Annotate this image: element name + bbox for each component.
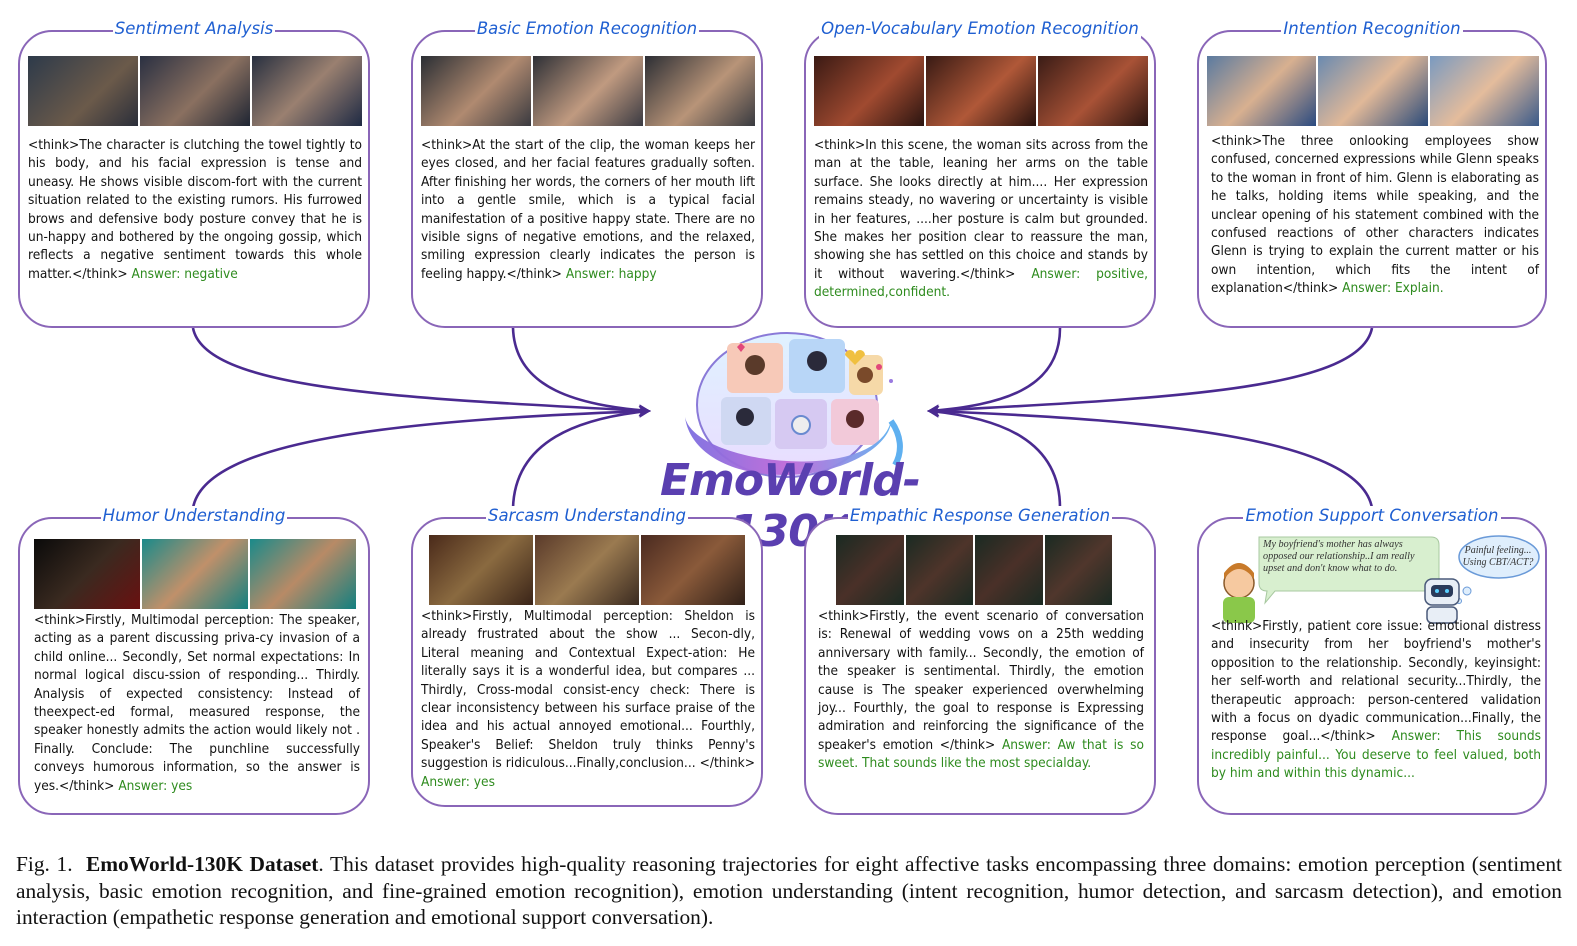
arrow-basic <box>511 327 651 417</box>
reasoning-text: <think>Firstly, the event scenario of co… <box>818 608 1144 772</box>
card-sentiment-analysis: Sentiment Analysis <think>The character … <box>18 19 370 328</box>
card-empathic-response-generation: Empathic Response Generation <think>Firs… <box>804 506 1156 815</box>
video-thumbnails <box>34 539 356 609</box>
video-thumbnails <box>429 535 745 605</box>
card-title: Basic Emotion Recognition <box>474 19 700 38</box>
video-thumbnails <box>814 56 1148 126</box>
robot-icon <box>1424 578 1460 624</box>
video-thumbnails <box>1207 56 1539 126</box>
card-basic-emotion-recognition: Basic Emotion Recognition <think>At the … <box>411 19 763 328</box>
video-frame <box>429 535 533 605</box>
arrow-humor <box>191 405 651 509</box>
bot-thought-bubble: Painful feeling... Using CBT/ACT? <box>1462 545 1534 568</box>
reasoning-text: <think>Firstly, patient core issue: emot… <box>1211 618 1541 782</box>
reasoning-text: <think>Firstly, Multimodal perception: S… <box>421 608 755 790</box>
video-frame <box>905 535 973 605</box>
card-title: Empathic Response Generation <box>847 506 1113 525</box>
reasoning-text: <think>The character is clutching the to… <box>28 137 362 282</box>
reasoning-text: <think>In this scene, the woman sits acr… <box>814 137 1148 301</box>
card-title: Sarcasm Understanding <box>485 506 689 525</box>
video-frame <box>1044 535 1112 605</box>
user-speech-bubble: My boyfriend's mother has always opposed… <box>1263 539 1415 574</box>
card-emotion-support-conversation: Emotion Support Conversation My boyfrien… <box>1197 506 1547 815</box>
video-frame <box>645 56 755 126</box>
card-title: Open-Vocabulary Emotion Recognition <box>819 19 1141 38</box>
card-title: Emotion Support Conversation <box>1243 506 1501 525</box>
answer-text: Answer: Explain. <box>1342 280 1444 297</box>
card-intention-recognition: Intention Recognition <think>The three o… <box>1197 19 1547 328</box>
video-frame <box>926 56 1036 126</box>
card-humor-understanding: Humor Understanding <think>Firstly, Mult… <box>18 506 370 815</box>
reasoning-text: <think>The three onlooking employees sho… <box>1211 133 1539 297</box>
arrow-sentiment <box>191 327 651 417</box>
caption-label: Fig. 1. <box>16 852 73 876</box>
figure-caption: Fig. 1. EmoWorld-130K Dataset. This data… <box>16 851 1562 931</box>
card-title: Sentiment Analysis <box>112 19 276 38</box>
arrow-openvocab <box>927 327 1062 417</box>
video-frame <box>1038 56 1148 126</box>
video-frame <box>252 56 362 126</box>
video-frame <box>421 56 531 126</box>
answer-text: Answer: negative <box>131 265 238 282</box>
video-frame <box>975 535 1043 605</box>
video-frame <box>533 56 643 126</box>
card-title: Humor Understanding <box>100 506 288 525</box>
answer-text: Answer: yes <box>118 777 193 794</box>
video-thumbnails <box>28 56 362 126</box>
video-frame <box>142 539 248 609</box>
video-frame <box>1207 56 1317 126</box>
video-frame <box>28 56 138 126</box>
video-frame <box>140 56 250 126</box>
card-title: Intention Recognition <box>1281 19 1463 38</box>
answer-text: Answer: This sounds incredibly painful..… <box>1211 728 1541 782</box>
reasoning-text: <think>At the start of the clip, the wom… <box>421 137 755 282</box>
video-frame <box>250 539 356 609</box>
support-dialogue-illustration <box>1223 535 1540 624</box>
video-frame <box>34 539 140 609</box>
answer-text: Answer: happy <box>565 265 657 282</box>
video-thumbnails <box>421 56 755 126</box>
card-sarcasm-understanding: Sarcasm Understanding <think>Firstly, Mu… <box>411 506 763 807</box>
video-frame <box>535 535 639 605</box>
caption-title: EmoWorld-130K Dataset <box>85 852 319 876</box>
caption-body: . This dataset provides high-quality rea… <box>16 852 1562 929</box>
reasoning-text: <think>Firstly, Multimodal perception: T… <box>34 612 360 794</box>
arrow-sarcasm <box>511 405 651 509</box>
video-frame <box>814 56 924 126</box>
arrow-intention <box>927 327 1374 417</box>
logo-globe-illustration <box>685 332 903 478</box>
video-frame <box>1318 56 1428 126</box>
card-open-vocabulary-emotion-recognition: Open-Vocabulary Emotion Recognition <thi… <box>804 19 1156 328</box>
video-frame <box>1429 56 1539 126</box>
arrow-empathic <box>927 405 1062 509</box>
arrow-support <box>927 405 1374 509</box>
answer-text: Answer: positive, determined,confident. <box>814 265 1148 301</box>
answer-text: Answer: yes <box>421 773 495 790</box>
video-frame <box>641 535 745 605</box>
video-thumbnails <box>836 535 1112 605</box>
video-frame <box>836 535 904 605</box>
answer-text: Answer: Aw that is so sweet. That sounds… <box>818 736 1144 772</box>
